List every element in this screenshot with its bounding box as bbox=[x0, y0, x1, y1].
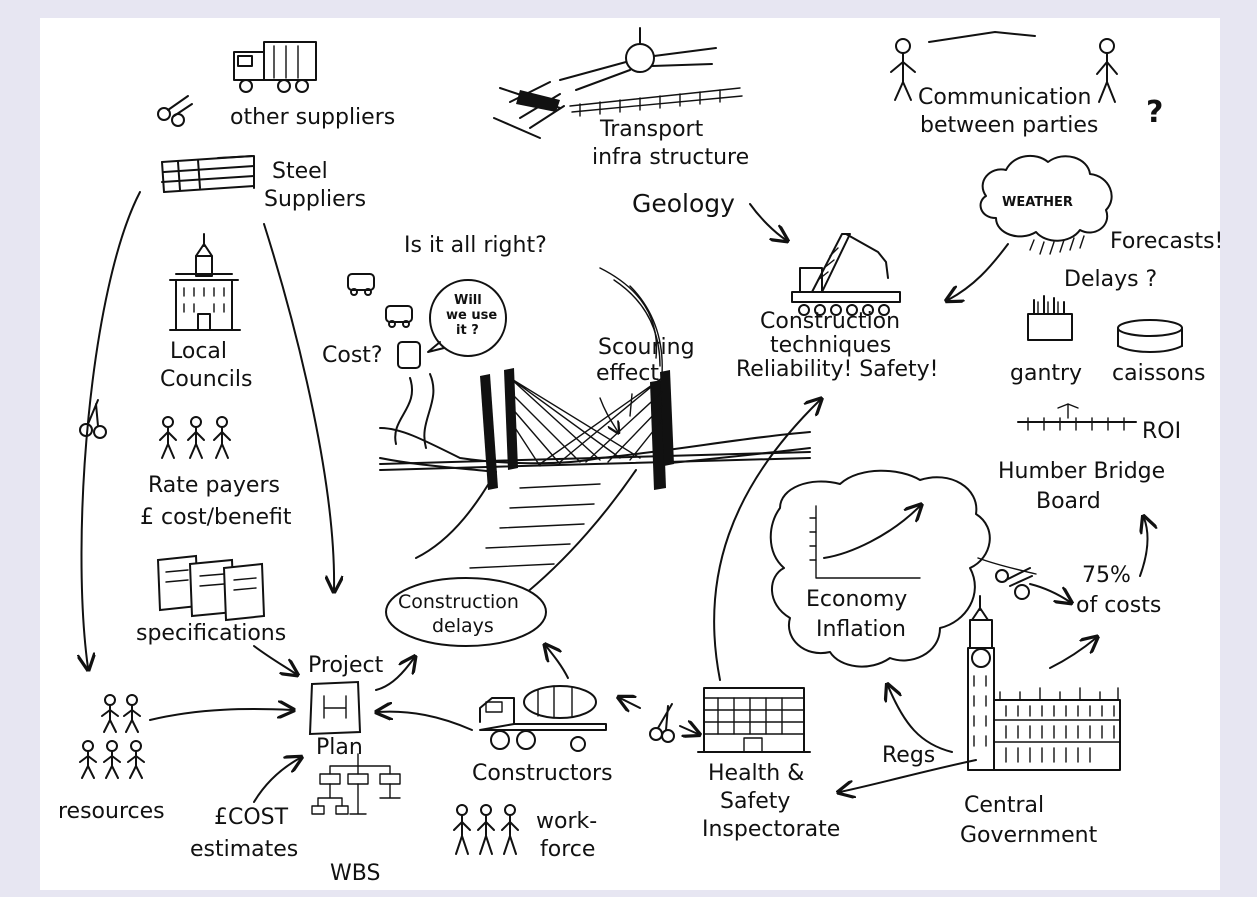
bridge-icon bbox=[347, 267, 811, 599]
roundabout-icon bbox=[493, 27, 743, 139]
health-safety-label-3: Inspectorate bbox=[702, 817, 840, 842]
crane-icon bbox=[791, 233, 901, 316]
regs-label: Regs bbox=[882, 743, 935, 768]
scissors-icon bbox=[649, 703, 675, 743]
steel-label-1: Steel bbox=[272, 159, 328, 184]
project-label: Project bbox=[308, 653, 384, 678]
cement-truck-icon bbox=[479, 685, 607, 752]
question-mark: ? bbox=[1146, 95, 1163, 130]
other-suppliers-label: other suppliers bbox=[230, 105, 395, 130]
forecasts-label: Forecasts! bbox=[1110, 229, 1220, 254]
document-icon bbox=[308, 680, 362, 736]
humber-board-label-1: Humber Bridge bbox=[998, 459, 1165, 484]
wbs-label: WBS bbox=[330, 861, 380, 886]
tree-chart-icon bbox=[311, 753, 401, 815]
of-costs-label: of costs bbox=[1076, 593, 1161, 618]
office-building-icon bbox=[697, 687, 811, 753]
people-icon bbox=[79, 694, 145, 779]
percent-label: 75% bbox=[1082, 563, 1131, 588]
big-ben-icon bbox=[967, 595, 1121, 771]
people-icon bbox=[453, 804, 519, 855]
cost-question-label: Cost? bbox=[322, 343, 383, 368]
cost-benefit-label: £ cost/benefit bbox=[140, 505, 292, 530]
scouring-label-1: Scouring bbox=[598, 335, 695, 360]
chart-icon bbox=[769, 469, 991, 668]
plan-label: Plan bbox=[316, 735, 363, 760]
construction-delays-label-2: delays bbox=[432, 615, 494, 637]
central-government-label-2: Government bbox=[960, 823, 1098, 848]
constructors-label: Constructors bbox=[472, 761, 613, 786]
will-label-2: we use bbox=[446, 308, 497, 323]
construction-techniques-label-2: techniques bbox=[770, 333, 891, 358]
construction-delays-bubble bbox=[385, 577, 547, 647]
specifications-label: specifications bbox=[136, 621, 286, 646]
town-hall-icon bbox=[169, 233, 241, 331]
is-it-all-right-label: Is it all right? bbox=[404, 233, 547, 258]
health-safety-label-2: Safety bbox=[720, 789, 790, 814]
inflation-label: Inflation bbox=[816, 617, 906, 642]
roi-label: ROI bbox=[1142, 419, 1181, 444]
humber-board-label-2: Board bbox=[1036, 489, 1101, 514]
communication-label-1: Communication bbox=[918, 85, 1091, 110]
workforce-label-1: work- bbox=[536, 809, 597, 834]
geology-label: Geology bbox=[632, 189, 735, 218]
scissors-icon bbox=[79, 399, 107, 439]
cloud-icon bbox=[979, 154, 1113, 255]
will-label-3: it ? bbox=[456, 323, 479, 338]
rate-payers-label: Rate payers bbox=[148, 473, 280, 498]
local-councils-label-2: Councils bbox=[160, 367, 253, 392]
cost-estimates-label-2: estimates bbox=[190, 837, 298, 862]
people-icon bbox=[890, 31, 1118, 103]
scissors-icon bbox=[157, 95, 193, 127]
caissons-label: caissons bbox=[1112, 361, 1205, 386]
transport-label-2: infra structure bbox=[592, 145, 749, 170]
communication-label-2: between parties bbox=[920, 113, 1098, 138]
roi-scale-icon bbox=[1017, 403, 1137, 431]
people-icon bbox=[159, 416, 231, 459]
caissons-icon bbox=[1117, 319, 1183, 353]
workforce-label-2: force bbox=[540, 837, 595, 862]
will-label-1: Will bbox=[454, 293, 482, 308]
construction-delays-label-1: Construction bbox=[398, 591, 519, 613]
steel-label-2: Suppliers bbox=[264, 187, 366, 212]
connector-arrows bbox=[81, 191, 1147, 803]
local-councils-label-1: Local bbox=[170, 339, 227, 364]
gantry-label: gantry bbox=[1010, 361, 1082, 386]
scissors-icon bbox=[995, 567, 1033, 600]
stakeholder-diagram: other suppliers Transport infra structur… bbox=[58, 27, 1220, 886]
labels: other suppliers Transport infra structur… bbox=[58, 85, 1220, 886]
speech-bubble bbox=[429, 279, 507, 357]
gantry-icon bbox=[1027, 295, 1073, 341]
construction-techniques-label-1: Construction bbox=[760, 309, 900, 334]
truck-icon bbox=[233, 41, 317, 93]
transport-label-1: Transport bbox=[599, 117, 704, 142]
cost-estimates-label-1: £COST bbox=[214, 805, 289, 830]
central-government-label-1: Central bbox=[964, 793, 1044, 818]
resources-label: resources bbox=[58, 799, 165, 824]
health-safety-label-1: Health & bbox=[708, 761, 804, 786]
weather-label: WEATHER bbox=[1002, 195, 1073, 210]
diagram-frame: other suppliers Transport infra structur… bbox=[40, 18, 1220, 890]
scouring-label-2: effect bbox=[596, 361, 659, 386]
economy-label: Economy bbox=[806, 587, 907, 612]
steel-beams-icon bbox=[161, 155, 255, 193]
delays-label: Delays ? bbox=[1064, 267, 1157, 292]
construction-techniques-label-3: Reliability! Safety! bbox=[736, 357, 939, 382]
document-icon bbox=[156, 554, 266, 622]
